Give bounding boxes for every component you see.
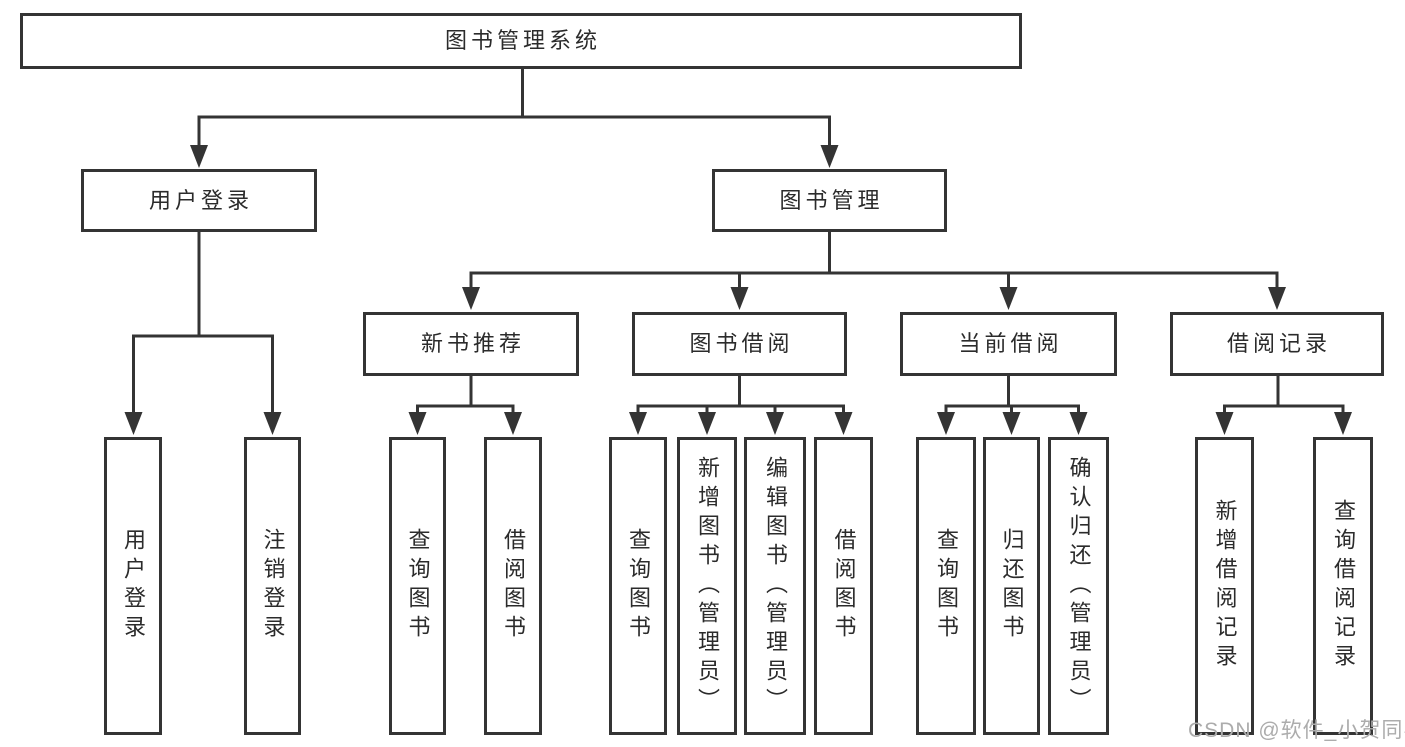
arrowhead (999, 287, 1018, 310)
csdn-watermark: CSDN @软件_小贺同学 (1188, 719, 1405, 742)
node-label: 查询图书 (626, 528, 651, 644)
node-book-management: 图书管理 (712, 169, 947, 232)
arrowhead (1215, 412, 1234, 435)
node-label: 图书管理系统 (444, 28, 601, 53)
leaf-add-borrow-record: 新增借阅记录 (1195, 437, 1254, 735)
node-label: 查询图书 (934, 528, 959, 644)
node-label: 用户登录 (148, 187, 253, 213)
arrowhead (698, 412, 716, 435)
leaf-add-book-admin: 新增图书（管理员） (677, 437, 737, 735)
node-current-borrowing: 当前借阅 (900, 312, 1117, 376)
arrowhead (820, 145, 839, 168)
node-label: 确认归还（管理员） (1066, 455, 1092, 717)
arrowhead (730, 287, 749, 310)
arrowhead (1002, 412, 1021, 435)
leaf-query-books-current: 查询图书 (916, 437, 976, 735)
node-label: 图书管理 (779, 187, 884, 213)
edge-borrowing-to-leaves (636, 404, 845, 420)
leaf-edit-book-admin: 编辑图书（管理员） (744, 437, 806, 735)
edge-newbook-to-leaves (416, 404, 515, 420)
leaf-user-login: 用户登录 (104, 437, 162, 735)
node-label: 注销登录 (260, 528, 286, 644)
node-label: 新书推荐 (420, 331, 525, 356)
node-library-management-system: 图书管理系统 (20, 13, 1022, 69)
node-label: 查询借阅记录 (1331, 499, 1356, 673)
node-label: 图书借阅 (689, 331, 794, 356)
leaf-borrow-books: 借阅图书 (814, 437, 873, 735)
leaf-return-books: 归还图书 (983, 437, 1040, 735)
edge-bookmgmt-to-level2 (469, 271, 1279, 294)
arrowhead (766, 412, 784, 435)
arrowhead (937, 412, 955, 435)
node-label: 当前借阅 (958, 331, 1063, 356)
arrowhead (263, 412, 282, 435)
edge-records-to-leaves (1223, 404, 1345, 420)
node-label: 归还图书 (999, 528, 1025, 644)
leaf-confirm-return-admin: 确认归还（管理员） (1048, 437, 1109, 735)
leaf-logout: 注销登录 (244, 437, 301, 735)
node-new-book-recommendation: 新书推荐 (363, 312, 579, 376)
leaf-borrow-books-recommend: 借阅图书 (484, 437, 542, 735)
arrowhead (1268, 287, 1286, 310)
arrowhead (504, 412, 522, 435)
arrowhead (1069, 412, 1088, 435)
edge-root-to-level1 (197, 115, 831, 152)
edge-userlogin-to-leaves (132, 334, 274, 420)
arrowhead (629, 412, 647, 435)
arrowhead (190, 145, 208, 168)
arrowhead (124, 412, 143, 435)
node-label: 借阅图书 (501, 528, 526, 644)
node-borrowing-records: 借阅记录 (1170, 312, 1384, 376)
arrowhead (834, 412, 853, 435)
leaf-query-borrow-record: 查询借阅记录 (1313, 437, 1373, 735)
node-user-login: 用户登录 (81, 169, 317, 232)
arrowhead (408, 412, 427, 435)
node-label: 新增图书（管理员） (695, 455, 720, 717)
leaf-query-books-recommend: 查询图书 (389, 437, 446, 735)
node-label: 借阅图书 (831, 528, 857, 644)
node-label: 查询图书 (405, 528, 431, 644)
arrowhead (1334, 412, 1352, 435)
node-label: 借阅记录 (1226, 331, 1331, 356)
node-book-borrowing: 图书借阅 (632, 312, 847, 376)
leaf-query-books-borrowing: 查询图书 (609, 437, 667, 735)
node-label: 用户登录 (121, 528, 146, 644)
node-label: 新增借阅记录 (1212, 499, 1238, 673)
node-label: 编辑图书（管理员） (763, 455, 788, 717)
arrowhead (462, 287, 480, 310)
